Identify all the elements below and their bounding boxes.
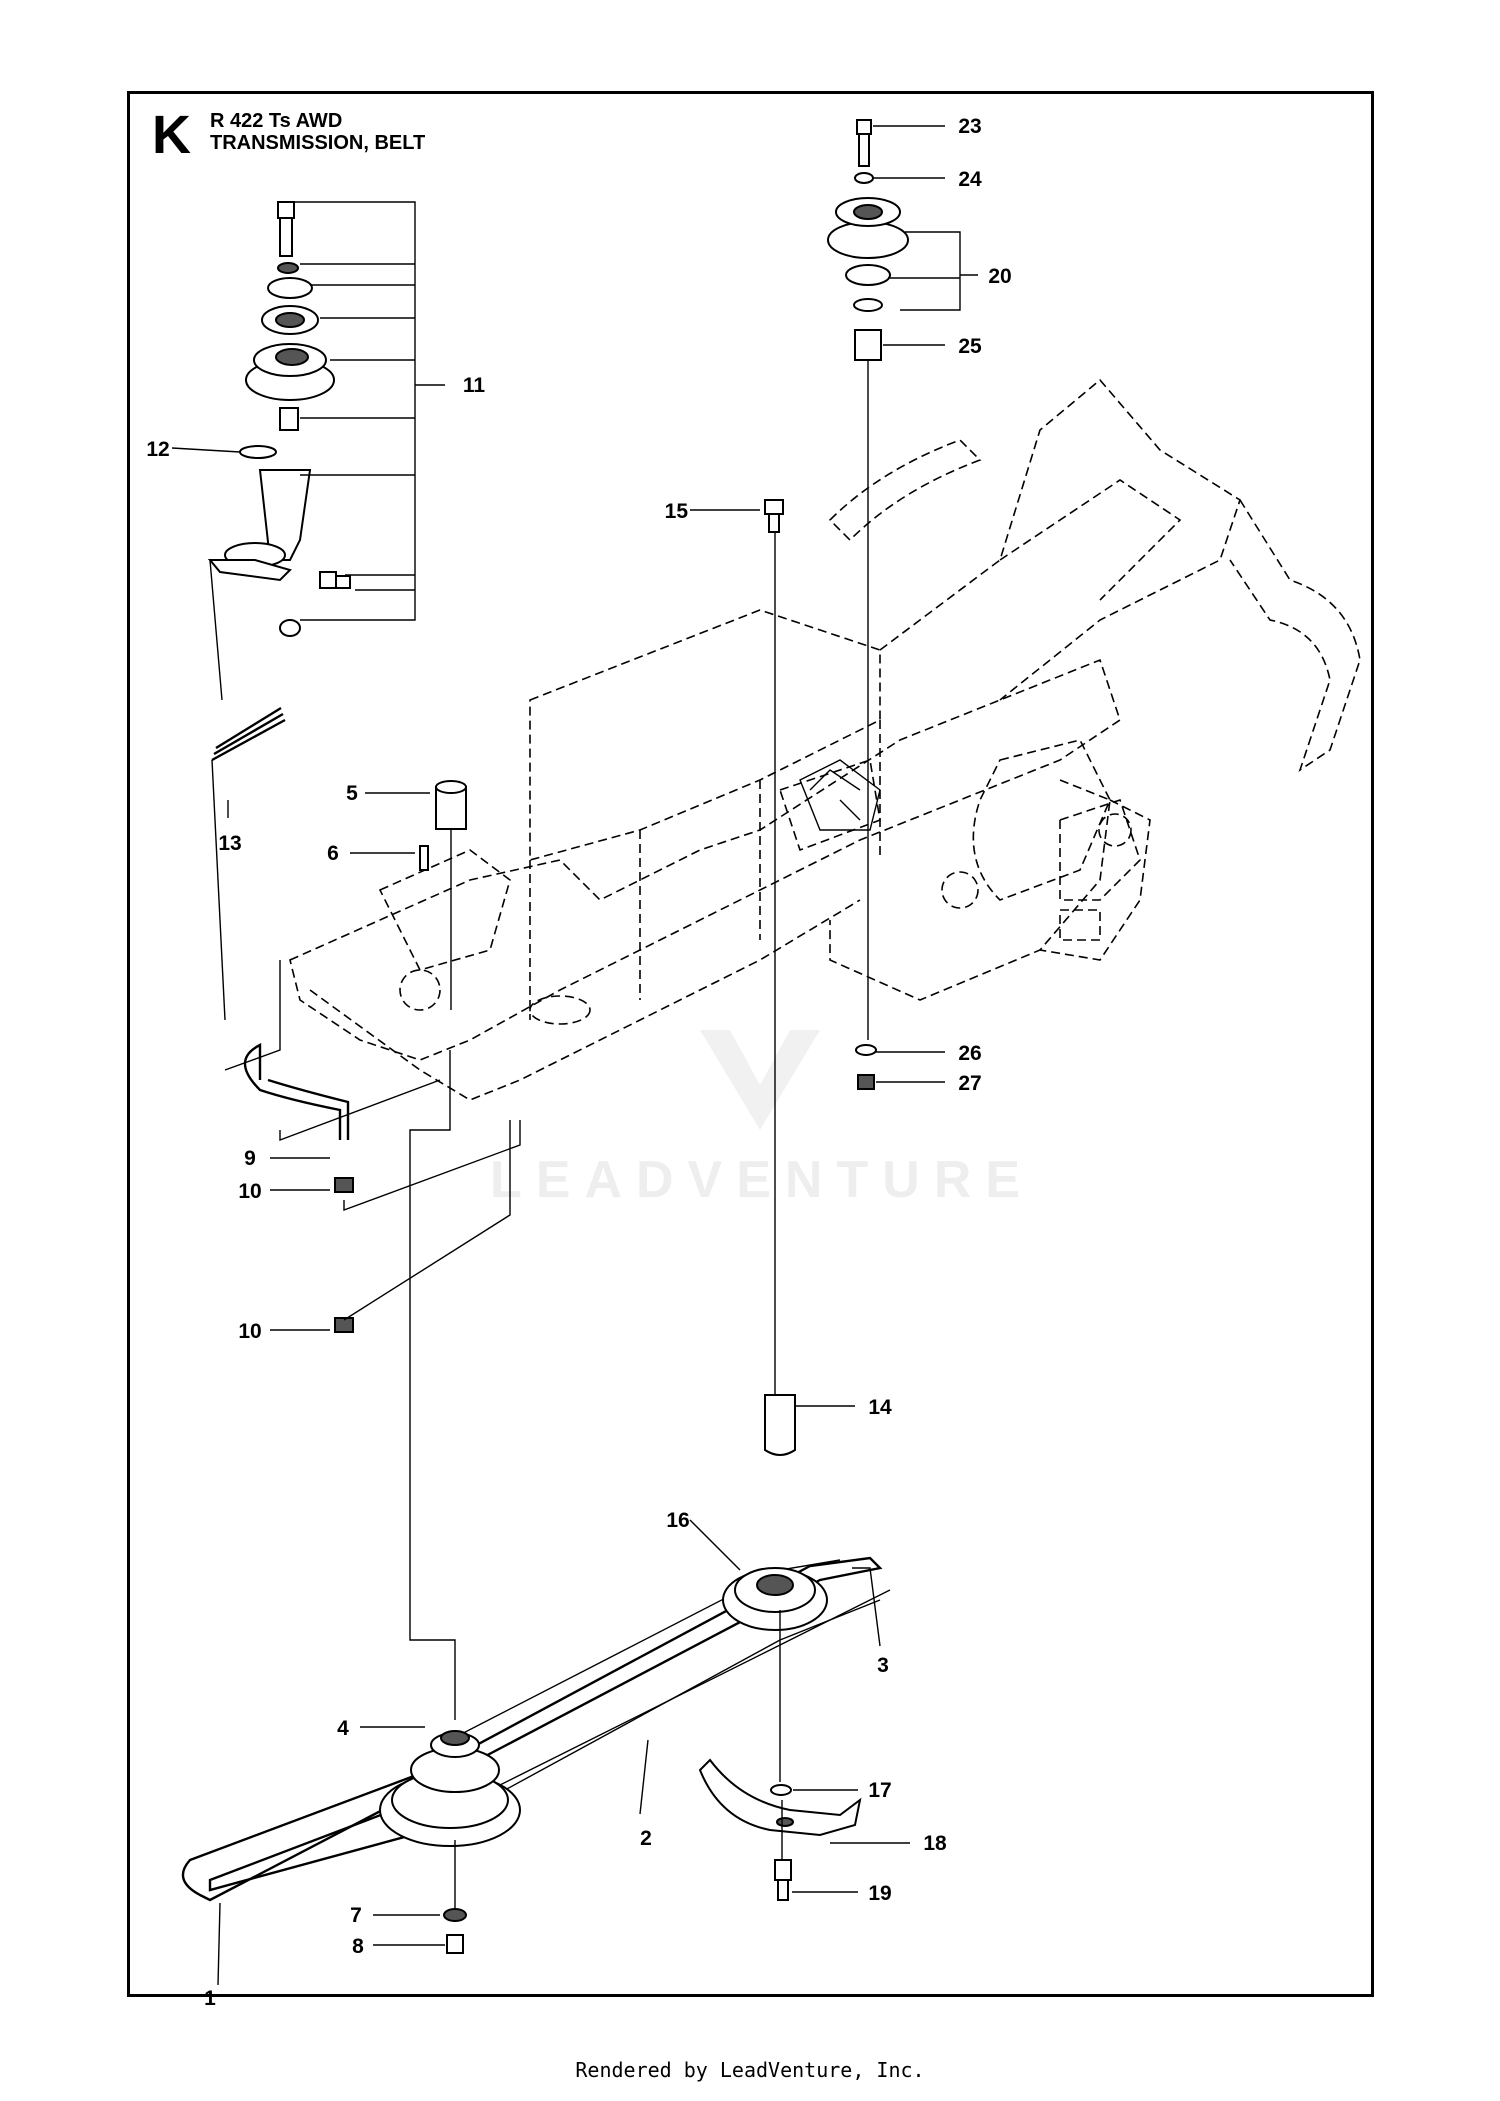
pulley-idler xyxy=(722,1567,828,1631)
washer-right xyxy=(854,172,874,184)
callout-3: 3 xyxy=(877,1654,889,1677)
callout-26: 26 xyxy=(958,1042,981,1065)
bolt-bottom xyxy=(446,1934,464,1954)
watermark-text: LEADVENTURE xyxy=(490,1151,1035,1209)
nut-right xyxy=(857,1074,875,1090)
leader-lines xyxy=(171,125,978,1986)
callout-9: 9 xyxy=(244,1147,256,1170)
sleeve xyxy=(435,780,467,830)
bolt-top xyxy=(764,499,784,533)
callout-4: 4 xyxy=(337,1717,349,1740)
section-letter: K xyxy=(152,105,191,165)
pulley-large xyxy=(379,1730,521,1847)
washer-bottom xyxy=(443,1908,467,1922)
diagram-title: TRANSMISSION, BELT xyxy=(210,132,426,154)
callout-labels: 1 2 3 4 5 6 7 8 9 10 10 11 12 13 14 15 1… xyxy=(146,115,1011,2010)
callout-20: 20 xyxy=(988,265,1011,288)
spacer-right xyxy=(854,329,882,361)
callout-1: 1 xyxy=(204,1987,216,2010)
footer-credit: Rendered by LeadVenture, Inc. xyxy=(575,2058,925,2082)
nut-lower xyxy=(334,1317,354,1333)
nut-left xyxy=(334,1177,354,1193)
watermark-icon xyxy=(700,1030,820,1130)
diagram-frame xyxy=(127,91,1374,1997)
washer-right-lower xyxy=(855,1044,877,1056)
callout-17: 17 xyxy=(868,1779,891,1802)
callout-10-upper: 10 xyxy=(238,1180,261,1203)
callout-14: 14 xyxy=(868,1396,892,1419)
callout-16: 16 xyxy=(666,1509,689,1532)
bracket xyxy=(698,1758,862,1837)
callout-19: 19 xyxy=(868,1882,891,1905)
callout-23: 23 xyxy=(958,115,981,138)
pulley-right xyxy=(827,197,909,312)
callout-25: 25 xyxy=(958,335,982,358)
callout-12: 12 xyxy=(146,438,169,461)
model-name: R 422 Ts AWD xyxy=(210,110,343,132)
washer xyxy=(770,1784,792,1796)
callout-6: 6 xyxy=(327,842,339,865)
callout-5: 5 xyxy=(346,782,358,805)
bolt-right xyxy=(856,119,872,167)
chassis-frame xyxy=(289,378,1361,1101)
drive-belt xyxy=(181,1556,891,1902)
callout-27: 27 xyxy=(958,1072,981,1095)
rod xyxy=(243,1043,350,1140)
callout-13: 13 xyxy=(218,832,241,855)
callout-8: 8 xyxy=(352,1935,364,1958)
callout-7: 7 xyxy=(350,1904,362,1927)
pulley-spacer xyxy=(764,1394,796,1456)
callout-10-lower: 10 xyxy=(238,1320,261,1343)
spring xyxy=(209,559,286,1021)
callout-24: 24 xyxy=(958,168,982,191)
bolt xyxy=(774,1859,792,1901)
callout-11: 11 xyxy=(463,374,486,397)
tensioner-assembly xyxy=(207,201,351,637)
callout-18: 18 xyxy=(923,1832,947,1855)
callout-2: 2 xyxy=(640,1827,652,1850)
callout-15: 15 xyxy=(665,500,689,523)
pin xyxy=(419,845,429,871)
watermark-logo: LEADVENTURE xyxy=(490,1150,1034,1210)
